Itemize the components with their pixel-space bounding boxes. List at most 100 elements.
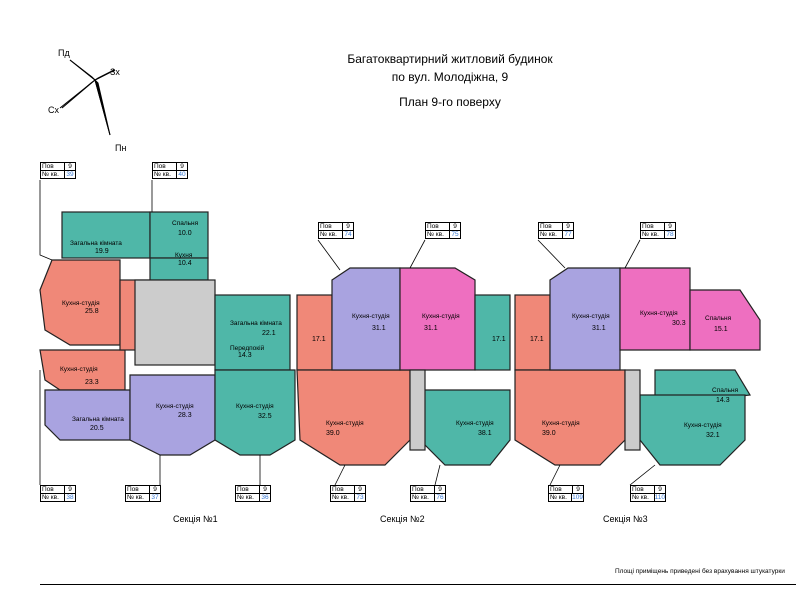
bottom-divider	[40, 584, 796, 585]
apt-kitchen-studio-4	[214, 369, 296, 456]
room-label: Спальня	[705, 315, 732, 322]
tag-apt-label: № кв.	[319, 231, 343, 238]
tag-floor: 9	[453, 223, 457, 230]
room-label: Загальна кімната	[72, 416, 124, 423]
tag-floor: 9	[668, 223, 672, 230]
room-area: 10.4	[178, 260, 192, 267]
footnote: Площі приміщень приведені без врахування…	[615, 568, 785, 575]
room-label: Кухня-студія	[456, 420, 494, 427]
apt-kitchen-studio-3	[129, 374, 216, 456]
tag-floor-label: Пов	[539, 223, 563, 230]
room-area: 19.9	[95, 248, 109, 255]
tag-apt: 73	[356, 494, 364, 501]
room-label: Загальна кімната	[70, 240, 122, 247]
section-label-3: Секція №3	[603, 514, 648, 524]
tag-apt: 36	[261, 494, 269, 501]
compass-north: Пн	[115, 143, 127, 153]
room-label: Кухня	[175, 252, 193, 259]
section-label-1: Секція №1	[173, 514, 218, 524]
tag-floor: 9	[68, 163, 72, 170]
tag-floor-label: Пов	[153, 163, 177, 170]
room-label: Спальня	[172, 220, 199, 227]
title-line-1: Багатоквартирний житловий будинок	[347, 52, 553, 66]
tag-apt-label: № кв.	[549, 494, 573, 501]
apt-kitchen-studio	[39, 259, 121, 346]
compass-west: Зх	[110, 67, 120, 77]
tag-apt: 74	[344, 231, 352, 238]
tag-floor: 9	[566, 223, 570, 230]
room-area: 14.3	[238, 352, 252, 359]
corridor-section-1	[134, 279, 216, 366]
room-area: 25.8	[85, 308, 99, 315]
room-area: 14.3	[716, 397, 730, 404]
room-label: Кухня-студія	[236, 403, 274, 410]
room-area: 32.5	[258, 413, 272, 420]
room-area: 22.1	[262, 330, 276, 337]
room-label: Кухня-студія	[542, 420, 580, 427]
room-area: 17.1	[492, 336, 506, 343]
tag-floor: 9	[153, 486, 157, 493]
tag-apt: 76	[436, 494, 444, 501]
apt-living-room-5	[474, 294, 511, 371]
room-label: Кухня-студія	[684, 422, 722, 429]
tag-floor: 9	[68, 486, 72, 493]
apt-kitchen-studio-11	[619, 267, 691, 351]
compass-south: Пд	[58, 48, 70, 58]
room-area: 31.1	[592, 325, 606, 332]
tag-apt-label: № кв.	[411, 494, 435, 501]
apt-kitchen-studio-9	[514, 369, 626, 466]
tag-apt-label: № кв.	[539, 231, 563, 238]
compass-east: Сх	[48, 105, 59, 115]
tag-floor-label: Пов	[126, 486, 150, 493]
tag-floor-label: Пов	[426, 223, 450, 230]
tag-floor: 9	[358, 486, 362, 493]
tag-apt: 40	[178, 171, 186, 178]
room-label: Кухня-студія	[62, 300, 100, 307]
room-label: Кухня-студія	[60, 366, 98, 373]
apt-living-room-2	[44, 389, 131, 441]
tag-floor: 9	[438, 486, 442, 493]
apt-kitchen-studio-12	[639, 394, 746, 466]
tag-apt: 37	[151, 494, 159, 501]
room-label: Кухня-студія	[352, 313, 390, 320]
tag-apt-label: № кв.	[126, 494, 150, 501]
tag-apt: 110	[654, 494, 665, 501]
room-area: 10.0	[178, 230, 192, 237]
corridor-section-3	[624, 369, 641, 451]
room-area: 39.0	[326, 430, 340, 437]
room-area: 15.1	[714, 326, 728, 333]
apt-kitchen-studio-5	[296, 369, 411, 466]
room-area: 17.1	[312, 336, 326, 343]
tag-apt-label: № кв.	[41, 494, 65, 501]
room-area: 30.3	[672, 320, 686, 327]
compass: Пд Зх Сх Пн	[40, 40, 150, 155]
tag-apt-label: № кв.	[631, 494, 655, 501]
tag-apt: 109	[572, 494, 583, 501]
tag-apt-label: № кв.	[153, 171, 177, 178]
corridor-section-2	[409, 369, 426, 451]
tag-apt-label: № кв.	[236, 494, 260, 501]
tag-floor-label: Пов	[631, 486, 655, 493]
room-area: 31.1	[372, 325, 386, 332]
title-line-2: по вул. Молодіжна, 9	[391, 70, 509, 84]
room-label: Кухня-студія	[326, 420, 364, 427]
tag-apt: 78	[666, 231, 674, 238]
title-line-3: План 9-го поверху	[399, 95, 501, 109]
tag-apt: 38	[66, 494, 74, 501]
tag-apt: 75	[451, 231, 459, 238]
section-label-2: Секція №2	[380, 514, 425, 524]
apt-living-room-3	[214, 294, 291, 371]
room-area: 38.1	[478, 430, 492, 437]
tag-floor: 9	[346, 223, 350, 230]
tag-apt-label: № кв.	[426, 231, 450, 238]
apt-bedroom	[149, 211, 209, 259]
